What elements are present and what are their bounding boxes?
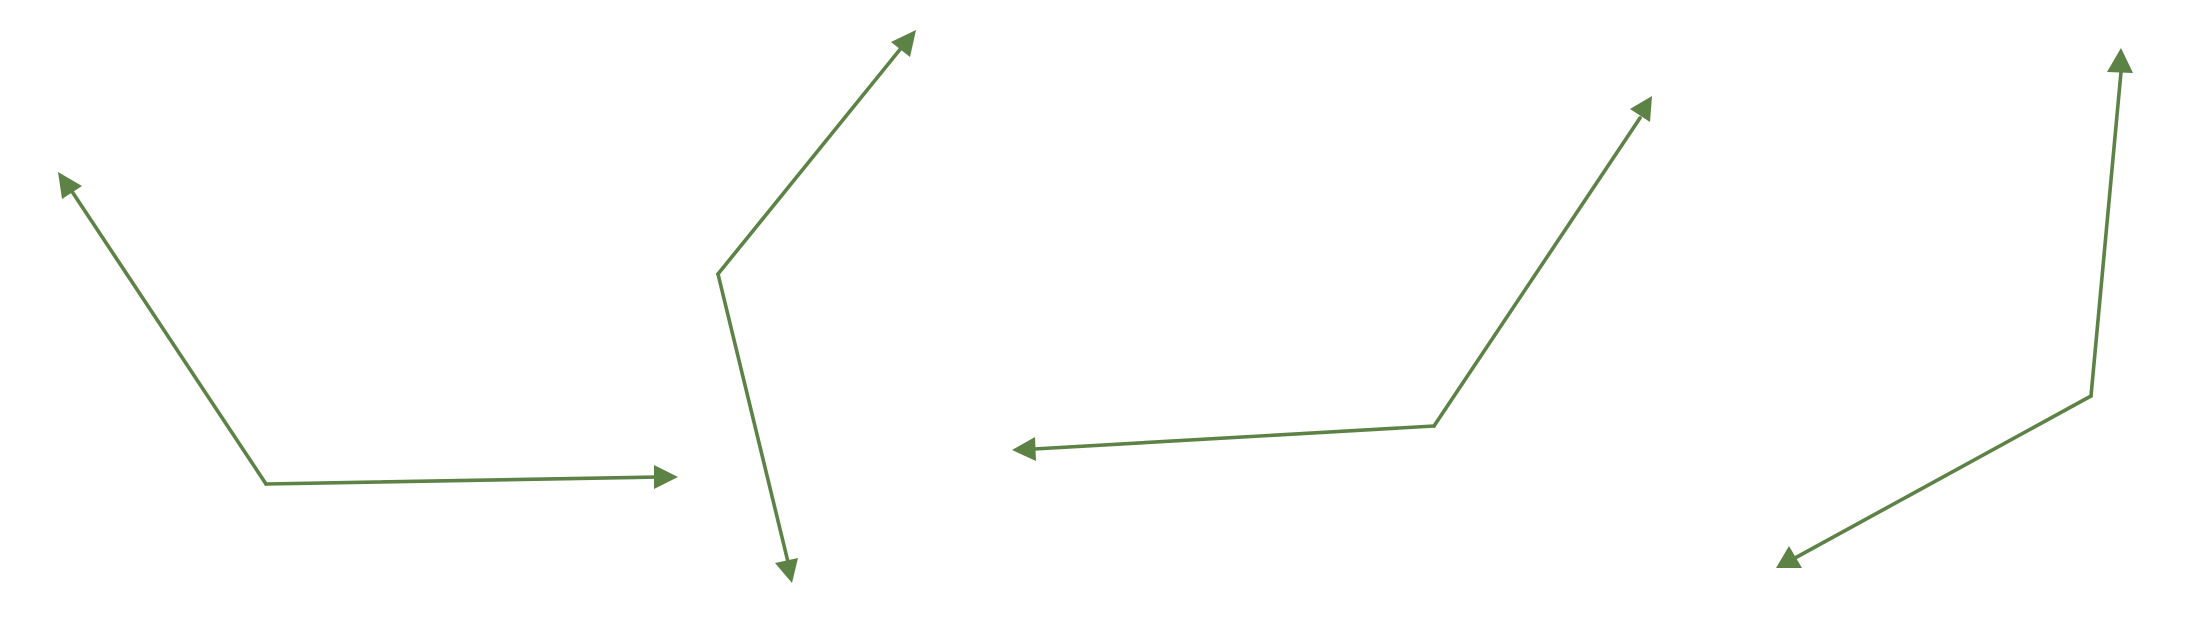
angle-4	[1776, 48, 2133, 568]
ray-4b-line	[1793, 394, 2093, 560]
ray-2a-arrowhead	[891, 30, 916, 57]
vertex-1	[264, 482, 268, 486]
angle-1	[58, 172, 678, 489]
ray-1a-arrowhead	[58, 172, 82, 199]
ray-4b-arrowhead	[1776, 546, 1802, 568]
ray-3a-line	[1432, 116, 1642, 428]
ray-3b-arrowhead	[1012, 437, 1036, 461]
ray-1a-line	[69, 188, 268, 486]
ray-2a-line	[716, 45, 904, 276]
ray-4a-arrowhead	[2107, 48, 2133, 73]
ray-1b-arrowhead	[654, 465, 678, 489]
vertex-2	[716, 272, 720, 276]
angle-2	[716, 30, 916, 583]
vertex-3	[1432, 424, 1436, 428]
ray-2b-arrowhead	[775, 558, 798, 583]
ray-2b-line	[716, 272, 790, 564]
ray-3b-line	[1032, 424, 1436, 451]
ray-4a-line	[2089, 70, 2123, 398]
angle-3	[1012, 96, 1652, 461]
vertex-4	[2089, 394, 2093, 398]
ray-1b-line	[264, 475, 660, 486]
ray-3a-arrowhead	[1630, 96, 1652, 122]
